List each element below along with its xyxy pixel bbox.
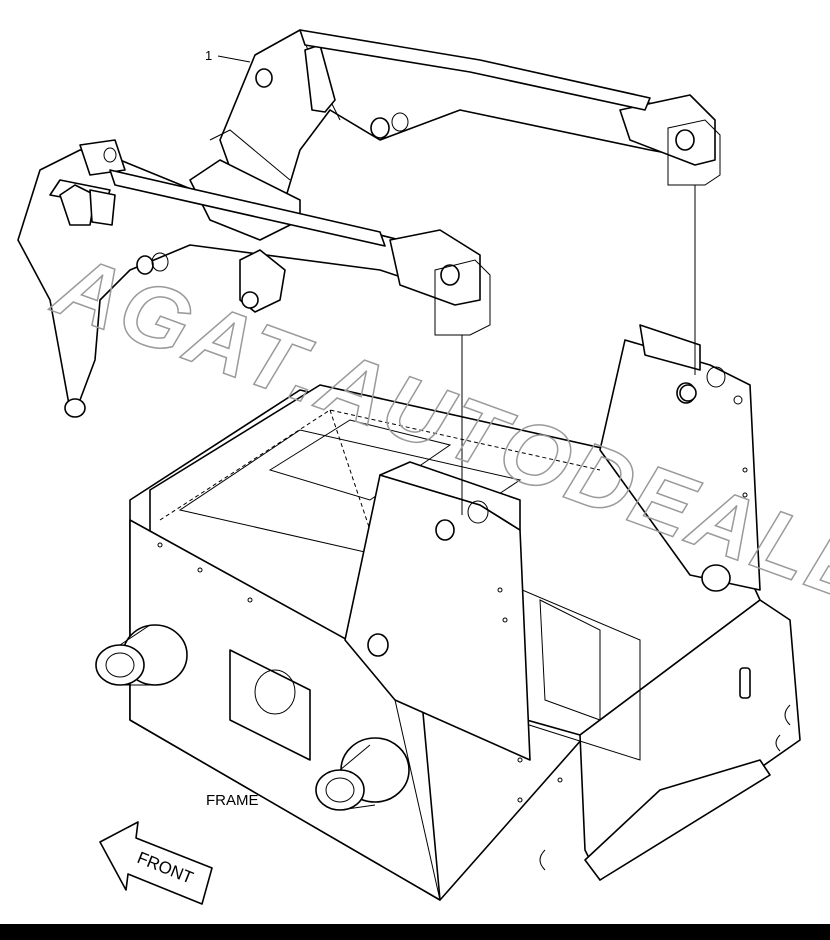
lift-arm-assembly xyxy=(17,29,716,418)
pivot-bushings xyxy=(434,119,721,515)
part-callout: 1 xyxy=(205,48,251,63)
frame-label: FRAME xyxy=(206,792,259,809)
front-arrow: FRONT xyxy=(99,821,213,905)
bottom-band xyxy=(0,924,830,940)
left-tower xyxy=(344,461,531,901)
callout-number: 1 xyxy=(205,48,212,63)
